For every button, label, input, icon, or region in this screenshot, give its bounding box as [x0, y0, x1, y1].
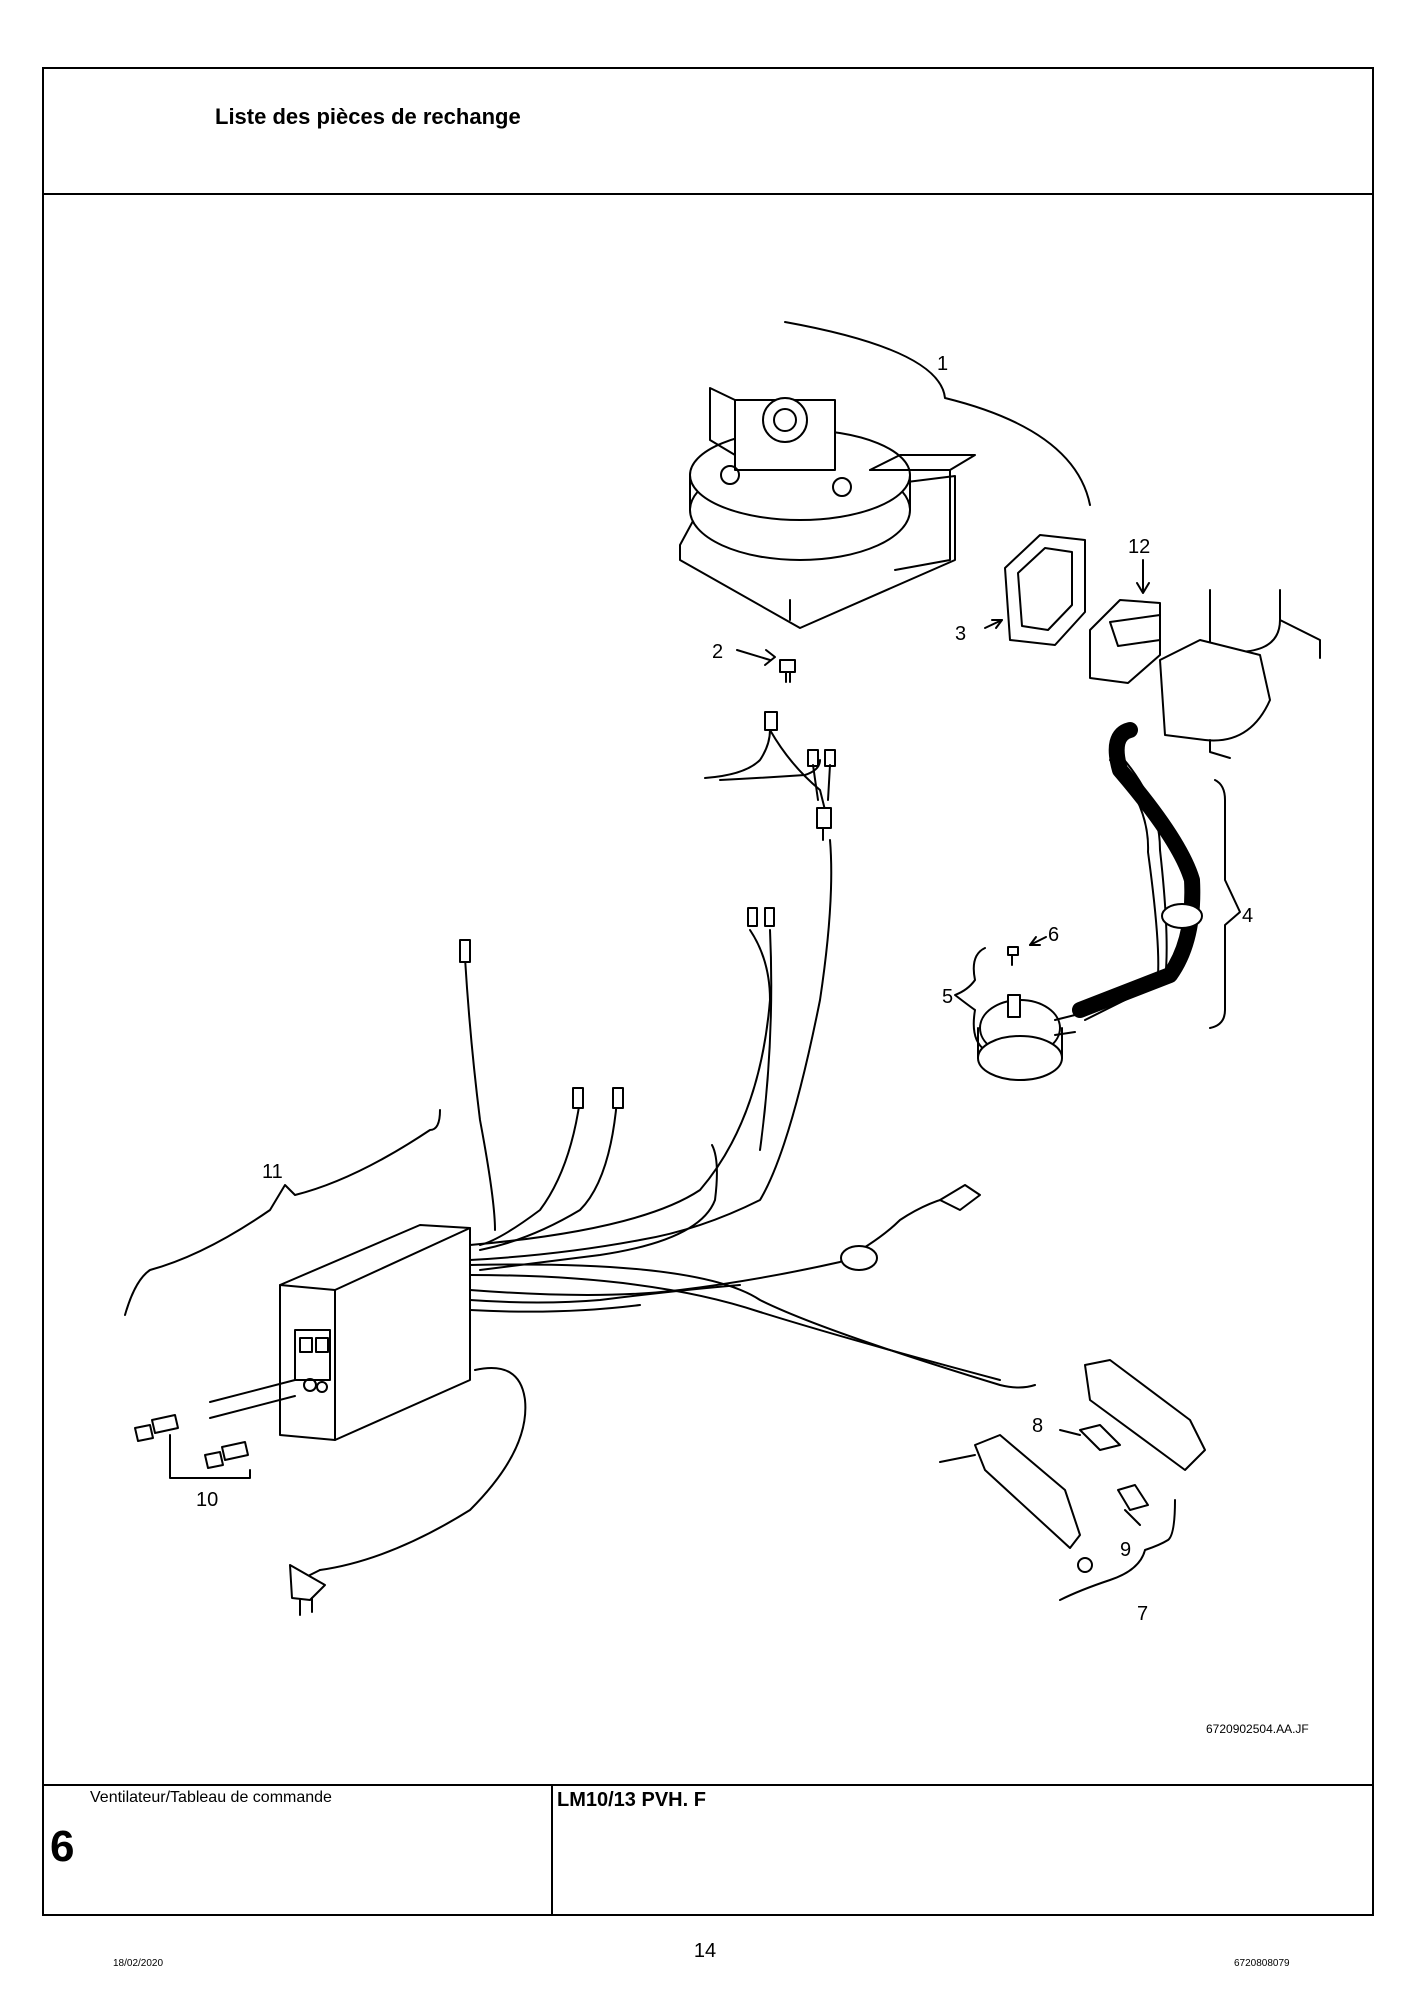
callout-10: 10 [196, 1489, 218, 1511]
section-title: Ventilateur/Tableau de commande [90, 1789, 332, 1806]
print-date: 18/02/2020 [113, 1958, 164, 1969]
callout-9: 9 [1120, 1539, 1131, 1561]
page-number: 14 [693, 1940, 717, 1962]
pressure-switch-part-5 [954, 947, 1076, 1081]
gasket-part-3 [984, 534, 1086, 646]
footer-column-divider [551, 1784, 553, 1916]
header-divider [42, 193, 1374, 195]
membrane-part-12 [1089, 559, 1161, 684]
callout-2: 2 [712, 641, 723, 663]
callout-7: 7 [1137, 1603, 1148, 1625]
fan-assembly [679, 321, 1091, 629]
wiring-harness [459, 711, 1036, 1389]
callout-labels: 1 2 3 4 5 6 7 8 9 10 11 12 [196, 353, 1253, 1625]
screw-part-6 [1007, 936, 1047, 966]
callout-6: 6 [1048, 924, 1059, 946]
callout-12: 12 [1128, 536, 1150, 558]
control-box-part-11 [124, 1109, 527, 1571]
page-frame [42, 67, 1374, 1916]
section-number: 6 [50, 1822, 75, 1871]
mains-plug [289, 1564, 326, 1616]
callout-5: 5 [942, 986, 953, 1008]
figure-reference: 6720902504.AA.JF [1206, 1722, 1309, 1736]
model-name: LM10/13 PVH. F [557, 1789, 706, 1811]
pressure-tubes-part-4 [1072, 722, 1241, 1029]
callout-4: 4 [1242, 905, 1253, 927]
flue-adapter [1159, 589, 1321, 759]
document-number: 6720808079 [1234, 1958, 1290, 1969]
fuses-part-10 [134, 1379, 296, 1479]
burner-bracket-part-7 [939, 1359, 1206, 1601]
screw-part-2 [736, 649, 796, 683]
callout-1: 1 [937, 353, 948, 375]
footer-divider [42, 1784, 1374, 1786]
page-title: Liste des pièces de rechange [215, 104, 521, 129]
callout-8: 8 [1032, 1415, 1043, 1437]
callout-3: 3 [955, 623, 966, 645]
callout-11: 11 [262, 1161, 283, 1183]
